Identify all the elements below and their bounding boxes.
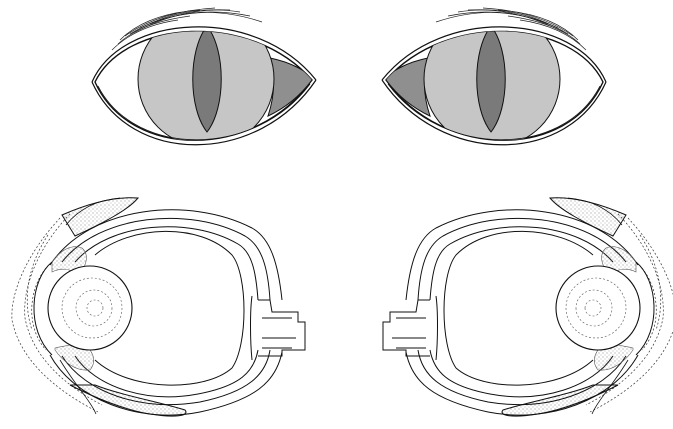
lower-eyelid-flap: [70, 385, 186, 416]
external-eye-left: [92, 8, 316, 147]
optic-nerve: [383, 296, 438, 360]
optic-nerve: [251, 296, 306, 360]
lower-eyelid-flap: [502, 385, 618, 416]
external-eye-right: [382, 8, 606, 147]
lens: [556, 266, 640, 350]
cross-section-right: [383, 198, 673, 416]
cross-section-left: [12, 198, 305, 416]
third-eyelid: [268, 58, 312, 116]
lens: [48, 266, 132, 350]
third-eyelid: [386, 58, 430, 116]
